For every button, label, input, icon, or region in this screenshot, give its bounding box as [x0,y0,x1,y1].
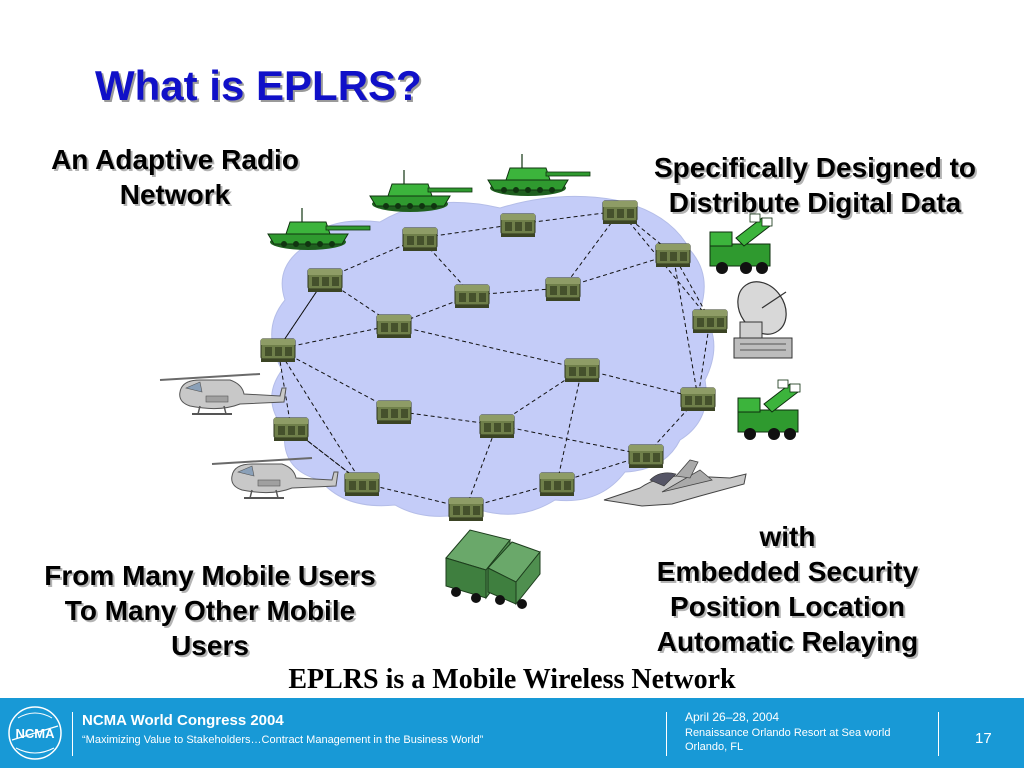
callout-line: Specifically Designed to [653,152,977,183]
event-city: Orlando, FL [685,741,744,753]
ncma-logo-icon: NCMA [8,706,62,760]
callout-line: An Adaptive Radio [51,144,299,175]
radio-set-icon [402,227,438,252]
radio-set-icon [376,400,412,425]
helicopter-icon [159,373,287,415]
event-venue: Renaissance Orlando Resort at Sea world [685,727,891,739]
logo-text: NCMA [16,726,56,741]
callout-line: Automatic Relaying [656,626,919,657]
radio-set-icon [454,284,490,309]
radio-set-icon [692,309,728,334]
callout-line: Embedded Security [656,556,919,587]
radio-set-icon [273,417,309,442]
slide-subtitle: EPLRS is a Mobile Wireless Network [288,664,736,695]
callout-features: with Embedded Security Position Location… [600,519,975,659]
radio-set-icon [602,200,638,225]
footer-divider [72,712,73,756]
footer-divider [666,712,667,756]
slide-footer: NCMA NCMA World Congress 2004 “Maximizin… [0,698,1024,768]
conference-tagline: “Maximizing Value to Stakeholders…Contra… [82,734,484,746]
radio-set-icon [655,243,691,268]
slide-title: What is EPLRS? [95,62,422,109]
callout-line: To Many Other Mobile [64,595,356,626]
callout-mobile-users: From Many Mobile Users To Many Other Mob… [5,558,415,663]
callout-line: Position Location [670,591,905,622]
radio-set-icon [500,213,536,238]
radio-set-icon [344,472,380,497]
radio-set-icon [307,268,343,293]
radio-set-icon [564,358,600,383]
event-date: April 26–28, 2004 [685,710,780,724]
callout-digital-data: Specifically Designed to Distribute Digi… [610,150,1020,220]
missile-launcher-truck-icon [737,379,801,441]
footer-divider [938,712,939,756]
callout-line: with [759,521,816,552]
callout-line: Distribute Digital Data [668,187,962,218]
missile-launcher-truck-icon [709,213,773,275]
radio-set-icon [479,414,515,439]
callout-adaptive-radio: An Adaptive Radio Network [20,142,330,212]
callout-line: From Many Mobile Users [44,560,376,591]
fighter-jet-icon [603,459,747,507]
radio-set-icon [628,444,664,469]
satellite-dish-icon [733,281,793,359]
radio-set-icon [260,338,296,363]
callout-line: Users [171,630,249,661]
radio-set-icon [539,472,575,497]
radio-set-icon [680,387,716,412]
radio-set-icon [376,314,412,339]
radio-set-icon [448,497,484,522]
page-number: 17 [975,730,992,747]
network-diagram [159,153,801,609]
tank-icon [487,153,591,197]
cargo-truck-icon [445,529,541,609]
radio-set-icon [545,277,581,302]
callout-line: Network [119,179,231,210]
conference-name: NCMA World Congress 2004 [82,712,284,729]
